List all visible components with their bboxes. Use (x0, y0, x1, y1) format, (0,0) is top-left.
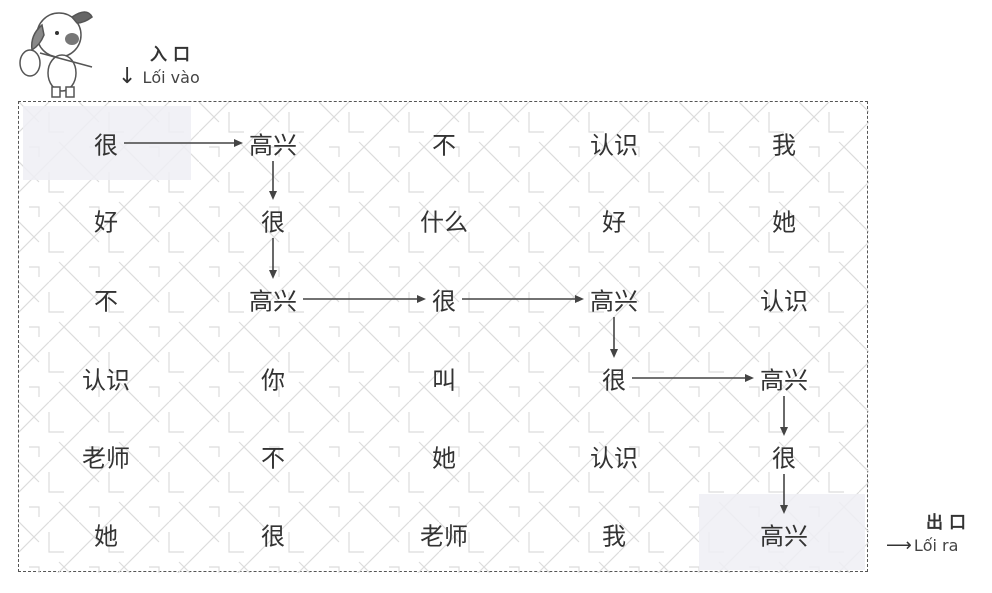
maze-cell: 高兴 (760, 366, 808, 395)
maze-cell: 什么 (420, 208, 468, 237)
entrance-label: 入口 ↓ Lối vào (118, 40, 200, 89)
maze-cell: 高兴 (760, 522, 808, 551)
entrance-zh: 入口 (150, 45, 196, 65)
maze-cell: 她 (432, 444, 456, 473)
maze-cell: 好 (602, 208, 626, 237)
arrow-right-icon: ⟶ (886, 535, 912, 556)
arrowhead-icon (780, 427, 788, 436)
maze-cell: 不 (261, 444, 285, 473)
maze-cell: 老师 (420, 522, 468, 551)
maze-cell: 不 (94, 287, 118, 316)
maze-cell: 认识 (590, 444, 638, 473)
exit-label: 出口 ⟶ Lối ra (886, 508, 972, 556)
maze-cell: 很 (94, 131, 118, 160)
maze-cell: 你 (261, 366, 285, 395)
maze-cell: 很 (261, 522, 285, 551)
mascot-dog (12, 5, 97, 100)
arrowhead-icon (745, 374, 754, 382)
dog-icon (19, 11, 93, 98)
arrowhead-icon (610, 349, 618, 358)
maze-cell: 好 (94, 208, 118, 237)
maze-cell: 高兴 (590, 287, 638, 316)
maze-cell: 很 (602, 366, 626, 395)
exit-vi: Lối ra (913, 536, 959, 555)
exit-zh: 出口 (926, 513, 972, 533)
arrowhead-icon (780, 505, 788, 514)
maze-cell: 高兴 (249, 287, 297, 316)
arrowhead-icon (575, 295, 584, 303)
maze-cell: 很 (261, 208, 285, 237)
arrowhead-icon (269, 191, 277, 200)
entrance-vi: Lối vào (142, 67, 200, 87)
maze-cell: 她 (772, 208, 796, 237)
arrowhead-icon (417, 295, 426, 303)
maze-cell: 很 (772, 444, 796, 473)
arrowhead-icon (234, 139, 243, 147)
maze-cell: 认识 (590, 131, 638, 160)
maze-cell: 老师 (82, 444, 130, 473)
maze-cell: 认识 (760, 287, 808, 316)
arrowhead-icon (269, 270, 277, 279)
maze-background (19, 102, 869, 573)
maze-cell: 不 (432, 131, 456, 160)
maze-cell: 她 (94, 522, 118, 551)
maze-cell: 我 (602, 522, 626, 551)
maze-cell: 高兴 (249, 131, 297, 160)
maze-cell: 叫 (432, 366, 456, 395)
maze-cell: 很 (432, 287, 456, 316)
maze-cell: 我 (772, 131, 796, 160)
arrow-down-icon: ↓ (118, 64, 137, 89)
maze-cell: 认识 (82, 366, 130, 395)
maze-grid: 很高兴不认识我好很什么好她不高兴很高兴认识认识你叫很高兴老师不她认识很她很老师我… (18, 101, 869, 573)
